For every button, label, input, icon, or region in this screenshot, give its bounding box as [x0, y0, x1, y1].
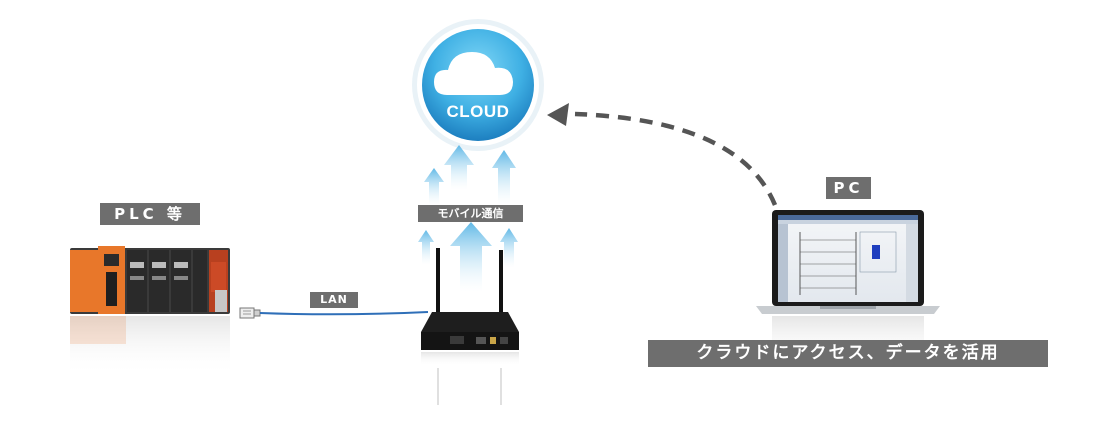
arrowhead-icon: [547, 103, 569, 126]
pc-label: PC: [826, 177, 871, 199]
arrow-up-icon: [492, 150, 516, 205]
cloud-label: CLOUD: [446, 102, 510, 121]
upload-arrows: [418, 145, 518, 292]
caption-banner: クラウドにアクセス、データを活用: [648, 340, 1048, 367]
ethernet-connector-icon: [239, 307, 261, 319]
mobile-communication-label: モバイル通信: [418, 205, 523, 222]
lan-label: LAN: [310, 292, 358, 308]
cloud-icon: [412, 19, 544, 151]
plc-rack-icon: [70, 246, 230, 376]
lan-cable: [259, 311, 429, 316]
antenna-icon: [436, 248, 440, 316]
arrow-up-icon: [450, 222, 492, 292]
arrow-up-icon: [500, 228, 518, 268]
plc-label: PLC 等: [100, 203, 200, 225]
pc-to-cloud-arrow: [547, 103, 778, 206]
arrow-up-icon: [424, 168, 444, 205]
arrow-up-icon: [444, 145, 474, 190]
antenna-icon: [499, 250, 503, 316]
gateway-router-icon: [421, 248, 519, 405]
arrow-up-icon: [418, 230, 434, 265]
